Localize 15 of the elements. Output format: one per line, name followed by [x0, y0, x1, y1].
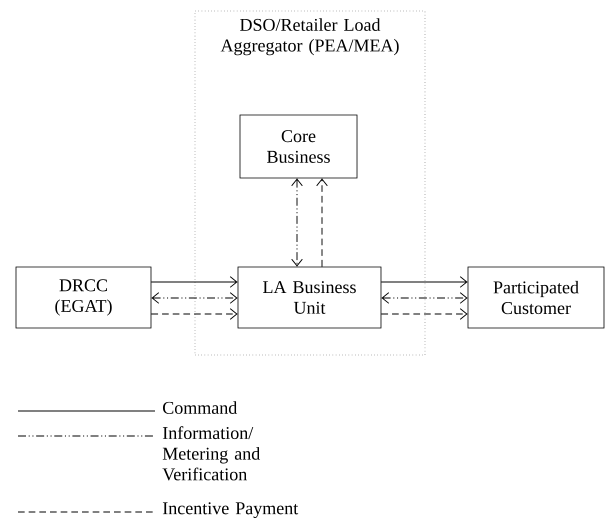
arrow — [381, 292, 468, 304]
legend-label: Incentive Payment — [162, 502, 298, 518]
process-box: DRCC (EGAT) — [16, 266, 152, 328]
arrow — [380, 308, 468, 320]
legend-label: Command — [163, 401, 238, 414]
arrow — [150, 276, 238, 288]
process-box: Participated Customer — [468, 266, 604, 328]
legend-label: Information/ Metering and Verification — [162, 426, 260, 481]
arrow — [150, 308, 238, 320]
process-box: LA Business Unit — [238, 266, 382, 328]
arrow — [151, 292, 238, 304]
arrow — [380, 276, 468, 288]
arrow — [291, 178, 303, 267]
arrow — [316, 178, 328, 268]
process-box: Core Business — [240, 114, 358, 178]
